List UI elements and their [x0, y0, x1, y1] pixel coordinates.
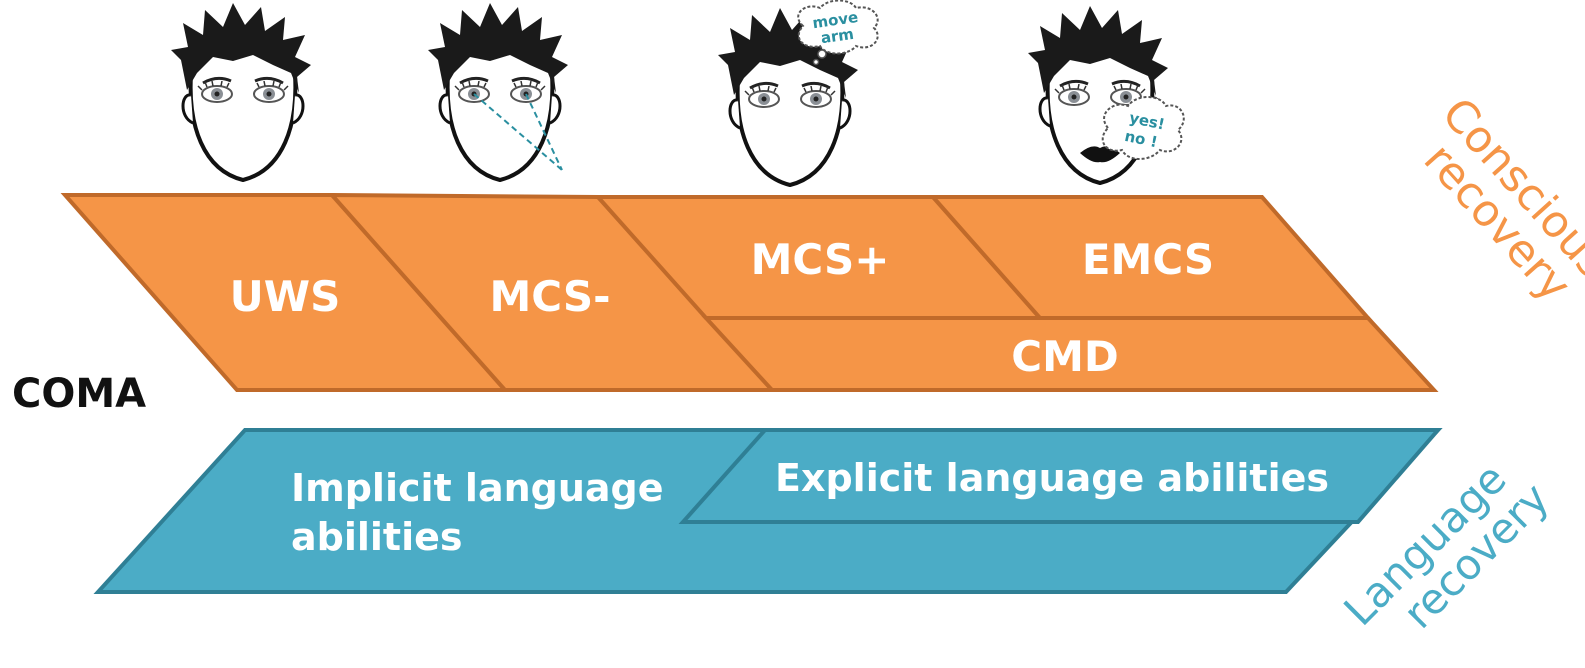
face-mcs-minus-icon [426, 1, 570, 182]
stage-cmd-shape [701, 316, 1439, 392]
explicit-language-label: Explicit language abilities [775, 456, 1329, 500]
consciousness-band: UWS MCS- MCS+ EMCS CMD [60, 192, 1439, 392]
implicit-language-label-line2: abilities [291, 515, 463, 559]
stage-uws-label: UWS [230, 272, 341, 321]
stage-mcs-plus-label: MCS+ [751, 235, 890, 284]
consciousness-recovery-label: Consciousness recovery [1414, 88, 1585, 362]
face-uws-icon [169, 1, 313, 182]
coma-label: COMA [12, 371, 146, 417]
thought-arm-text: arm [820, 25, 855, 47]
stage-cmd-label: CMD [1011, 332, 1118, 381]
implicit-language-label-line1: Implicit language [291, 466, 664, 510]
stage-emcs-label: EMCS [1082, 235, 1214, 284]
thought-bubble-yes-no: yes! no ! [1101, 96, 1185, 160]
gaze-line-icon [473, 93, 563, 171]
stage-mcs-minus-label: MCS- [489, 272, 610, 321]
explicit-language-shape [678, 428, 1443, 524]
language-band: Implicit language abilities Explicit lan… [93, 428, 1443, 594]
thought-bubble-move-arm: move arm [797, 0, 879, 66]
